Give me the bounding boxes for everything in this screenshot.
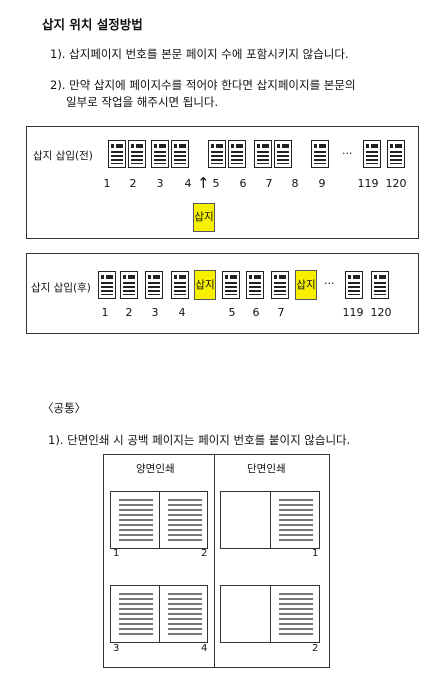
rule-1: 1). 삽지페이지 번호를 본문 페이지 수에 포함시키지 않습니다. bbox=[50, 47, 349, 61]
duplex-page bbox=[159, 586, 207, 642]
divider bbox=[214, 455, 215, 667]
insert-page: 삽지 bbox=[295, 270, 317, 300]
page-thumb bbox=[151, 140, 169, 168]
common-rule: 1). 단면인쇄 시 공백 페이지는 페이지 번호를 붙이지 않습니다. bbox=[48, 433, 351, 447]
print-diagram: 양면인쇄 단면인쇄 1 2 3 4 1 2 bbox=[103, 454, 330, 668]
simplex-num: 1 bbox=[312, 548, 319, 559]
page-number: 120 bbox=[370, 306, 392, 319]
duplex-num: 3 bbox=[113, 643, 120, 654]
page-number: 3 bbox=[156, 177, 164, 190]
page-number: 4 bbox=[178, 306, 186, 319]
page-thumb bbox=[246, 271, 264, 299]
before-ellipsis: … bbox=[342, 145, 353, 157]
page-thumb bbox=[120, 271, 138, 299]
rule-2-cont: 일부로 작업을 해주시면 됩니다. bbox=[66, 95, 219, 109]
page-number: 8 bbox=[291, 177, 299, 190]
simplex-page bbox=[270, 492, 319, 548]
page-number: 4 bbox=[184, 177, 192, 190]
after-ellipsis: … bbox=[324, 275, 335, 287]
page-number: 1 bbox=[101, 306, 109, 319]
simplex-sheet bbox=[220, 491, 320, 549]
page-thumb bbox=[98, 271, 116, 299]
page-thumb bbox=[363, 140, 381, 168]
page-number: 5 bbox=[212, 177, 220, 190]
page-number: 119 bbox=[342, 306, 364, 319]
page-thumb bbox=[274, 140, 292, 168]
duplex-num: 2 bbox=[201, 548, 208, 559]
page-number: 7 bbox=[265, 177, 273, 190]
duplex-sheet bbox=[110, 491, 208, 549]
page-number: 119 bbox=[357, 177, 379, 190]
page-number: 6 bbox=[252, 306, 260, 319]
duplex-page bbox=[111, 492, 159, 548]
duplex-num: 1 bbox=[113, 548, 120, 559]
col-duplex: 양면인쇄 bbox=[136, 463, 175, 475]
blank-page bbox=[221, 492, 270, 548]
duplex-page bbox=[159, 492, 207, 548]
insert-page: 삽지 bbox=[193, 203, 215, 232]
page-thumb bbox=[345, 271, 363, 299]
page-number: 9 bbox=[318, 177, 326, 190]
arrow-up-icon: ↑ bbox=[197, 174, 210, 192]
rule-2: 2). 만약 삽지에 페이지수를 적어야 한다면 삽지페이지를 본문의 bbox=[50, 78, 356, 92]
blank-page bbox=[221, 586, 270, 642]
before-label: 삽지 삽입(전) bbox=[33, 150, 93, 162]
simplex-page bbox=[270, 586, 319, 642]
after-diagram: 삽지 삽입(후) 삽지 삽지 … 1 2 3 4 5 6 7 119 120 bbox=[26, 253, 419, 334]
page-number: 1 bbox=[103, 177, 111, 190]
page-thumb bbox=[128, 140, 146, 168]
page-title: 삽지 위치 설정방법 bbox=[42, 17, 143, 32]
page-thumb bbox=[254, 140, 272, 168]
page-number: 2 bbox=[125, 306, 133, 319]
page-thumb bbox=[228, 140, 246, 168]
page-thumb bbox=[171, 140, 189, 168]
page-thumb bbox=[222, 271, 240, 299]
page-thumb bbox=[145, 271, 163, 299]
page-thumb bbox=[271, 271, 289, 299]
page-thumb bbox=[171, 271, 189, 299]
simplex-sheet bbox=[220, 585, 320, 643]
duplex-num: 4 bbox=[201, 643, 208, 654]
page-number: 5 bbox=[228, 306, 236, 319]
page-number: 120 bbox=[385, 177, 407, 190]
page-number: 2 bbox=[129, 177, 137, 190]
page-thumb bbox=[208, 140, 226, 168]
page-thumb bbox=[371, 271, 389, 299]
common-heading: 〈공통〉 bbox=[42, 401, 87, 415]
col-simplex: 단면인쇄 bbox=[247, 463, 286, 475]
duplex-sheet bbox=[110, 585, 208, 643]
page-thumb bbox=[387, 140, 405, 168]
page-number: 3 bbox=[151, 306, 159, 319]
simplex-num: 2 bbox=[312, 643, 319, 654]
page-thumb bbox=[311, 140, 329, 168]
page-number: 6 bbox=[239, 177, 247, 190]
page-number: 7 bbox=[277, 306, 285, 319]
after-label: 삽지 삽입(후) bbox=[31, 282, 91, 294]
before-diagram: 삽지 삽입(전) … 1 2 3 4 5 6 7 8 9 119 120 ↑ 삽… bbox=[26, 126, 419, 239]
page-thumb bbox=[108, 140, 126, 168]
duplex-page bbox=[111, 586, 159, 642]
insert-page: 삽지 bbox=[194, 270, 216, 300]
